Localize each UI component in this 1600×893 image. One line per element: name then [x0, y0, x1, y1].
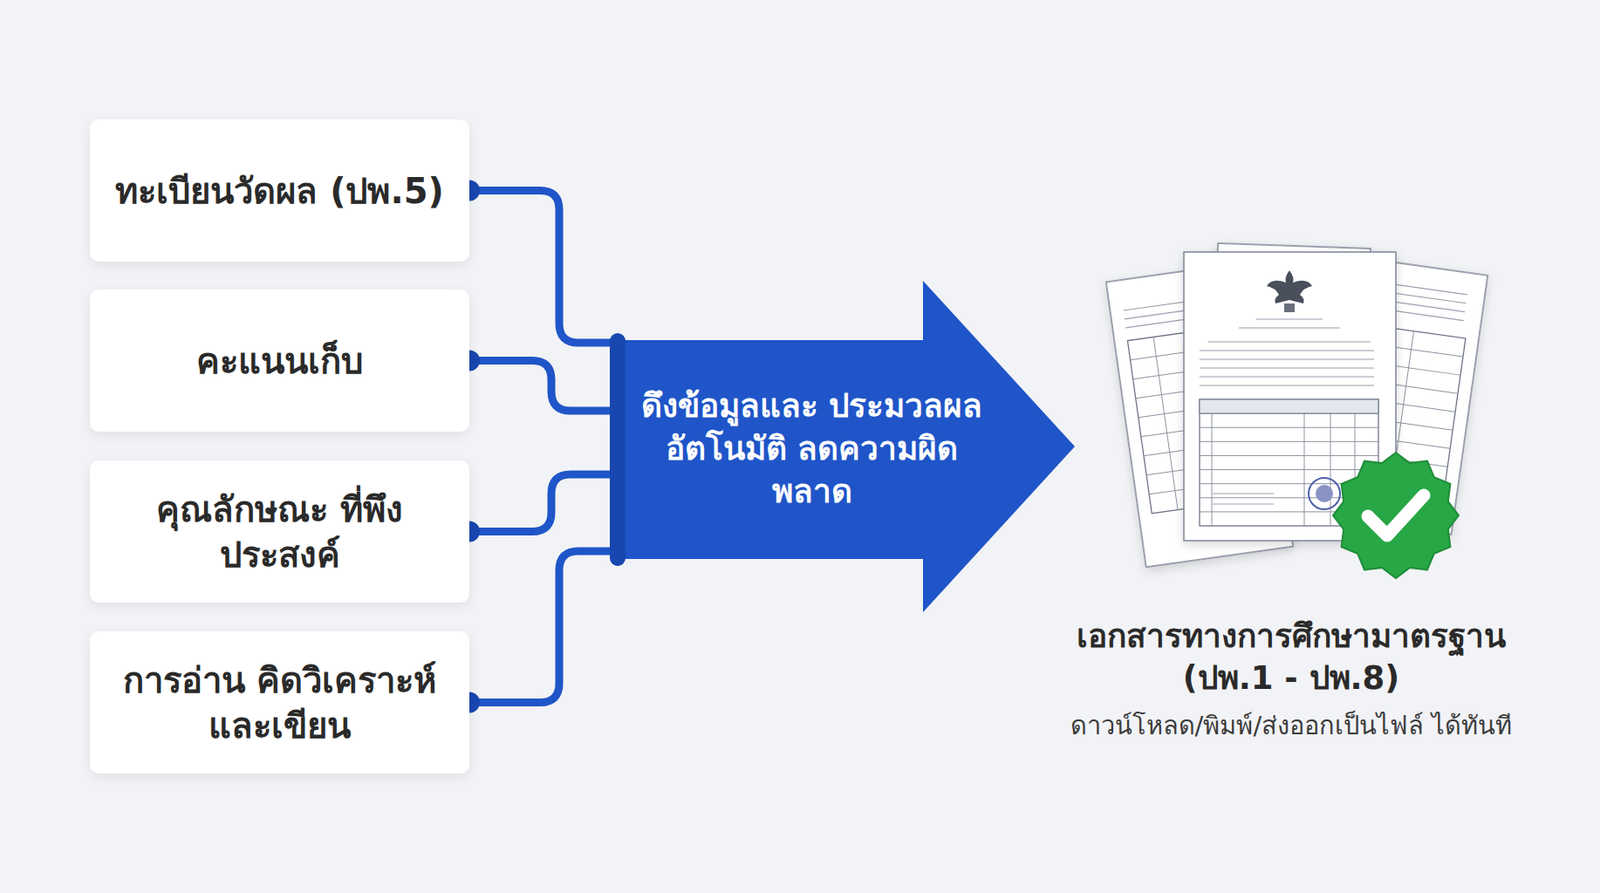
check-badge	[1333, 452, 1459, 579]
connector	[458, 350, 618, 412]
connector	[458, 180, 618, 344]
output-note: ดาวน์โหลด/พิมพ์/ส่งออกเป็นไฟล์ ได้ทันที	[1046, 710, 1536, 744]
process-label: ดึงข้อมูลและ ประมวลผลอัตโนมัติ ลดความผิด…	[635, 385, 989, 513]
documents-illustration	[1046, 235, 1536, 602]
source-box: การอ่าน คิดวิเคราะห์ และเขียน	[89, 631, 470, 774]
arrow-fill	[617, 280, 1075, 613]
process-arrow: ดึงข้อมูลและ ประมวลผลอัตโนมัติ ลดความผิด…	[617, 280, 1075, 613]
input-bus-bar	[609, 333, 626, 567]
emblem	[1266, 270, 1313, 313]
source-box: คุณลักษณะ ที่พึงประสงค์	[89, 460, 470, 603]
source-label: คุณลักษณะ ที่พึงประสงค์	[109, 486, 451, 578]
connector	[458, 551, 618, 714]
connector	[458, 474, 618, 543]
documents-output: เอกสารทางการศึกษามาตรฐาน (ปพ.1 - ปพ.8) ดา…	[1046, 235, 1536, 759]
source-box: ทะเบียนวัดผล (ปพ.5)	[89, 119, 470, 262]
source-box: คะแนนเก็บ	[89, 289, 470, 432]
output-title: เอกสารทางการศึกษามาตรฐาน (ปพ.1 - ปพ.8)	[1046, 615, 1536, 700]
source-label: คะแนนเก็บ	[196, 338, 363, 384]
source-label: ทะเบียนวัดผล (ปพ.5)	[115, 168, 445, 214]
source-label: การอ่าน คิดวิเคราะห์ และเขียน	[109, 657, 451, 749]
